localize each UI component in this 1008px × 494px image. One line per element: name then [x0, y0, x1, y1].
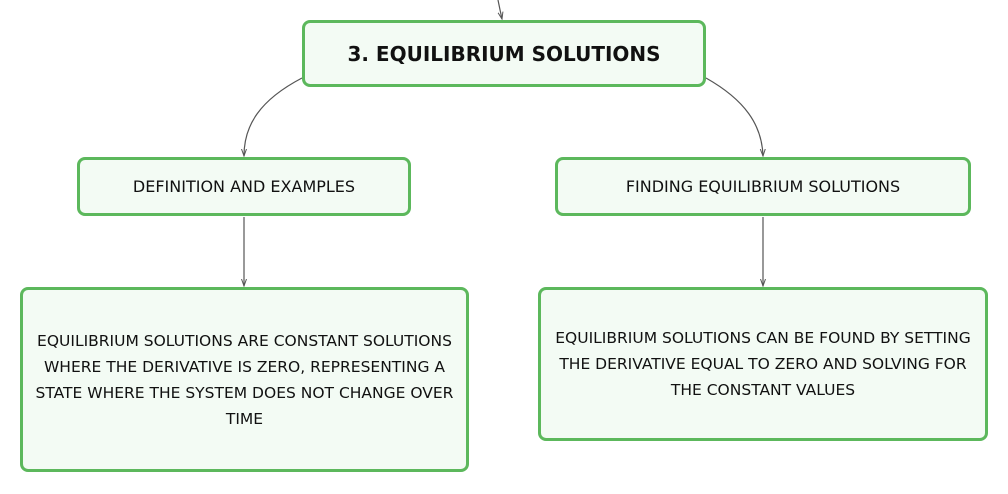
definition-and-examples-node[interactable]: DEFINITION AND EXAMPLES: [77, 157, 411, 216]
finding-equilibrium-solutions-label: FINDING EQUILIBRIUM SOLUTIONS: [625, 177, 901, 196]
definition-detail-text: EQUILIBRIUM SOLUTIONS ARE CONSTANT SOLUT…: [35, 331, 454, 428]
edge-root-to-finding: [705, 77, 763, 156]
definition-detail-node[interactable]: EQUILIBRIUM SOLUTIONS ARE CONSTANT SOLUT…: [20, 287, 469, 472]
edge-root-to-definition: [244, 77, 303, 156]
finding-equilibrium-solutions-node[interactable]: FINDING EQUILIBRIUM SOLUTIONS: [555, 157, 971, 216]
root-node[interactable]: 3. EQUILIBRIUM SOLUTIONS: [302, 20, 706, 87]
root-node-label: 3. EQUILIBRIUM SOLUTIONS: [347, 41, 661, 66]
edge-parent-to-root: [497, 0, 502, 19]
finding-detail-node[interactable]: EQUILIBRIUM SOLUTIONS CAN BE FOUND BY SE…: [538, 287, 988, 441]
definition-and-examples-label: DEFINITION AND EXAMPLES: [132, 177, 356, 196]
finding-detail-text: EQUILIBRIUM SOLUTIONS CAN BE FOUND BY SE…: [555, 329, 971, 399]
